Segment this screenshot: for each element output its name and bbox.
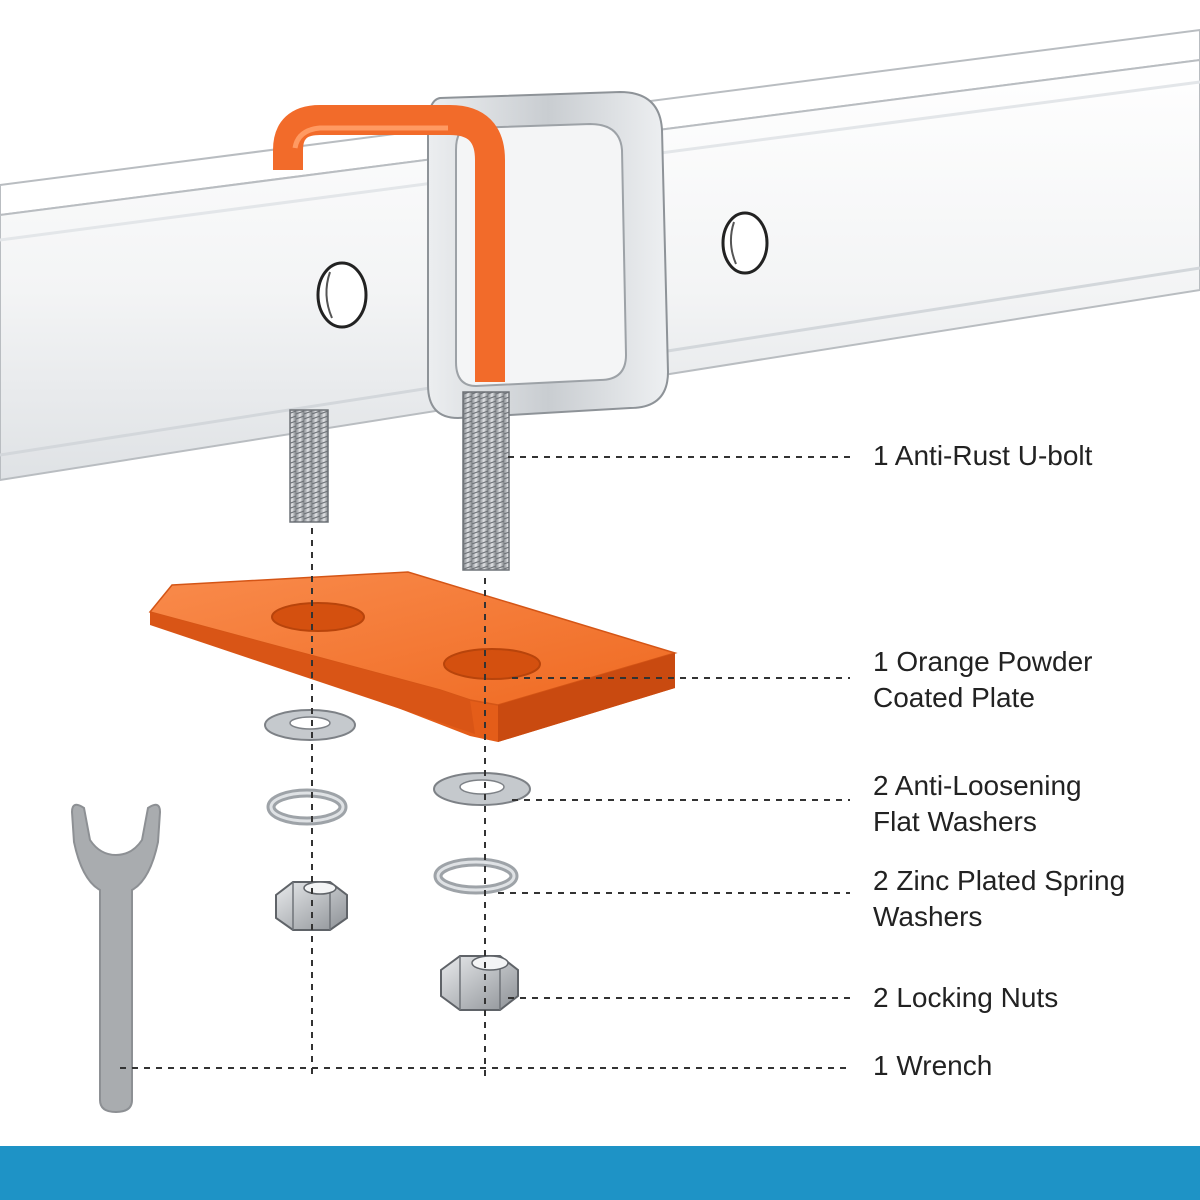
- spring-washer-left: [266, 788, 348, 826]
- spring-washer-right: [433, 857, 519, 895]
- flat-washer-left: [264, 709, 356, 741]
- label-spring-washers-line-1: 2 Zinc Plated Spring: [873, 865, 1126, 896]
- tube-collar: [427, 90, 670, 420]
- label-plate-line-2: Coated Plate: [873, 682, 1035, 713]
- label-plate-line-1: 1 Orange Powder: [873, 646, 1093, 677]
- label-spring-washers: 2 Zinc Plated Spring Washers: [873, 863, 1125, 935]
- label-plate: 1 Orange Powder Coated Plate: [873, 644, 1092, 716]
- label-spring-washers-line-2: Washers: [873, 901, 983, 932]
- orange-plate: [148, 571, 678, 742]
- u-bolt-thread-right: [462, 391, 510, 571]
- tube-hole-right: [721, 211, 769, 275]
- label-flat-washers: 2 Anti-Loosening Flat Washers: [873, 768, 1082, 840]
- label-u-bolt: 1 Anti-Rust U-bolt: [873, 438, 1092, 474]
- u-bolt: [273, 105, 510, 571]
- label-wrench-line-1: 1 Wrench: [873, 1050, 993, 1081]
- label-u-bolt-line-1: 1 Anti-Rust U-bolt: [873, 440, 1093, 471]
- plate-slot-left: [271, 602, 365, 632]
- leader-lines: [120, 456, 850, 1069]
- u-bolt-thread-left: [289, 409, 329, 523]
- bottom-band: [0, 1146, 1200, 1200]
- label-locking-nuts-line-1: 2 Locking Nuts: [873, 982, 1059, 1013]
- label-flat-washers-line-2: Flat Washers: [873, 806, 1037, 837]
- locking-nut-right: [440, 955, 519, 1011]
- label-flat-washers-line-1: 2 Anti-Loosening: [873, 770, 1082, 801]
- flat-washer-right: [433, 772, 531, 806]
- label-locking-nuts: 2 Locking Nuts: [873, 980, 1058, 1016]
- plate-slot-right: [443, 648, 541, 680]
- label-wrench: 1 Wrench: [873, 1048, 992, 1084]
- wrench: [70, 803, 162, 1114]
- tube-hole-left: [316, 261, 368, 329]
